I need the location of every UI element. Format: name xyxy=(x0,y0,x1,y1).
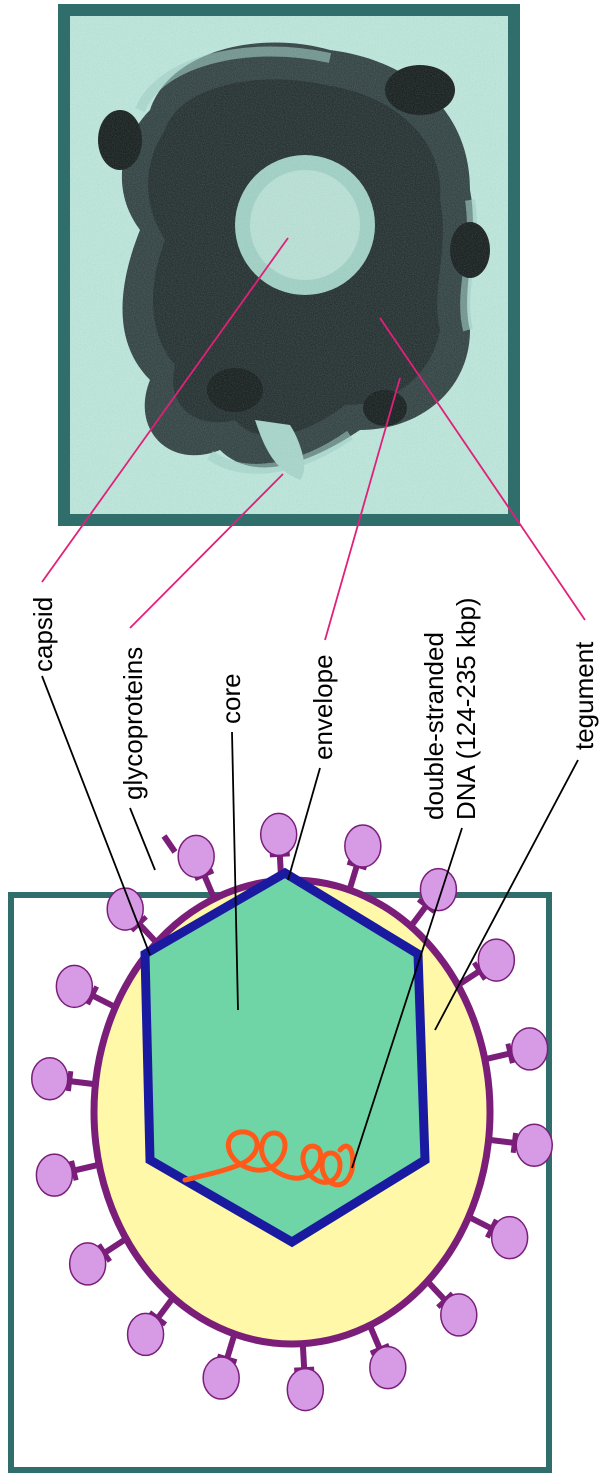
glycoprotein-head xyxy=(32,1058,68,1100)
glycoprotein-spikes xyxy=(164,836,175,852)
glycoprotein-head xyxy=(370,1347,406,1389)
label-core: core xyxy=(216,673,246,724)
glycoprotein-head xyxy=(70,1243,106,1285)
glycoprotein-crossbar xyxy=(68,1071,70,1091)
leader-glycoproteins xyxy=(130,808,155,870)
label-dna-line2: DNA (124-235 kbp) xyxy=(451,597,481,820)
glycoprotein-head xyxy=(178,835,214,877)
glycoprotein-head xyxy=(345,825,381,867)
glycoprotein-head xyxy=(420,869,456,911)
glycoprotein-stalk xyxy=(349,865,357,890)
glycoprotein-head xyxy=(478,939,514,981)
label-dna-line1: double-stranded xyxy=(419,632,449,820)
label-envelope: envelope xyxy=(308,654,338,760)
label-glycoproteins: glycoproteins xyxy=(118,647,148,800)
glycoprotein-stalk xyxy=(489,1140,515,1143)
label-capsid: capsid xyxy=(28,597,58,672)
glycoprotein-head xyxy=(128,1313,164,1355)
label-tegument: tegument xyxy=(569,641,599,750)
micrograph-panel xyxy=(58,4,520,526)
glycoprotein-head xyxy=(261,813,297,855)
glycoprotein-head xyxy=(516,1124,552,1166)
glycoprotein-stalk xyxy=(303,1344,304,1370)
glycoprotein-head xyxy=(512,1028,548,1070)
glycoprotein-head xyxy=(56,965,92,1007)
schematic-panel xyxy=(11,813,552,1470)
glycoprotein-head xyxy=(203,1357,239,1399)
glycoprotein-stalk xyxy=(70,1081,96,1084)
glycoprotein-head xyxy=(287,1369,323,1411)
labels: capsid glycoproteins core envelope doubl… xyxy=(28,597,599,820)
glycoprotein-crossbar xyxy=(513,1133,515,1153)
glycoprotein-head xyxy=(36,1154,72,1196)
glycoprotein-head xyxy=(441,1294,477,1336)
glycoprotein-head xyxy=(492,1217,528,1259)
